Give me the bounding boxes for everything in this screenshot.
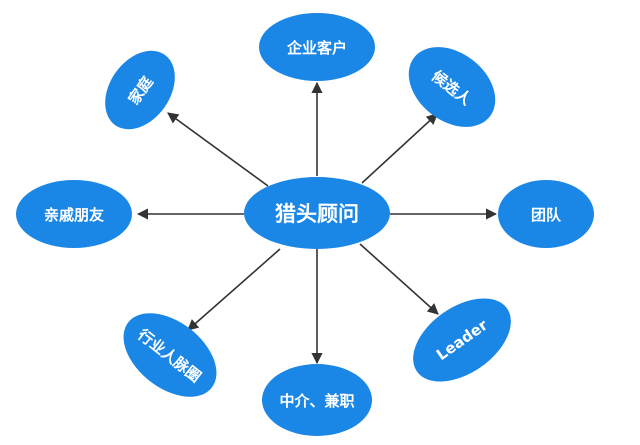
node-family bbox=[105, 50, 175, 130]
node-enterprise-client bbox=[259, 13, 375, 81]
node-leader bbox=[413, 298, 511, 382]
node-relatives-friends bbox=[16, 180, 132, 248]
arrow-to-candidate bbox=[361, 113, 438, 184]
center-node bbox=[244, 177, 390, 249]
arrow-to-leader bbox=[359, 243, 439, 315]
node-candidate bbox=[408, 47, 496, 127]
arrow-to-industry-network bbox=[187, 248, 281, 331]
node-team bbox=[498, 180, 594, 248]
connector-arrows bbox=[136, 81, 498, 365]
arrow-to-family bbox=[167, 112, 269, 187]
diagram-nodes bbox=[16, 13, 594, 436]
node-agency-part-time bbox=[262, 364, 372, 436]
node-industry-network bbox=[123, 313, 217, 397]
